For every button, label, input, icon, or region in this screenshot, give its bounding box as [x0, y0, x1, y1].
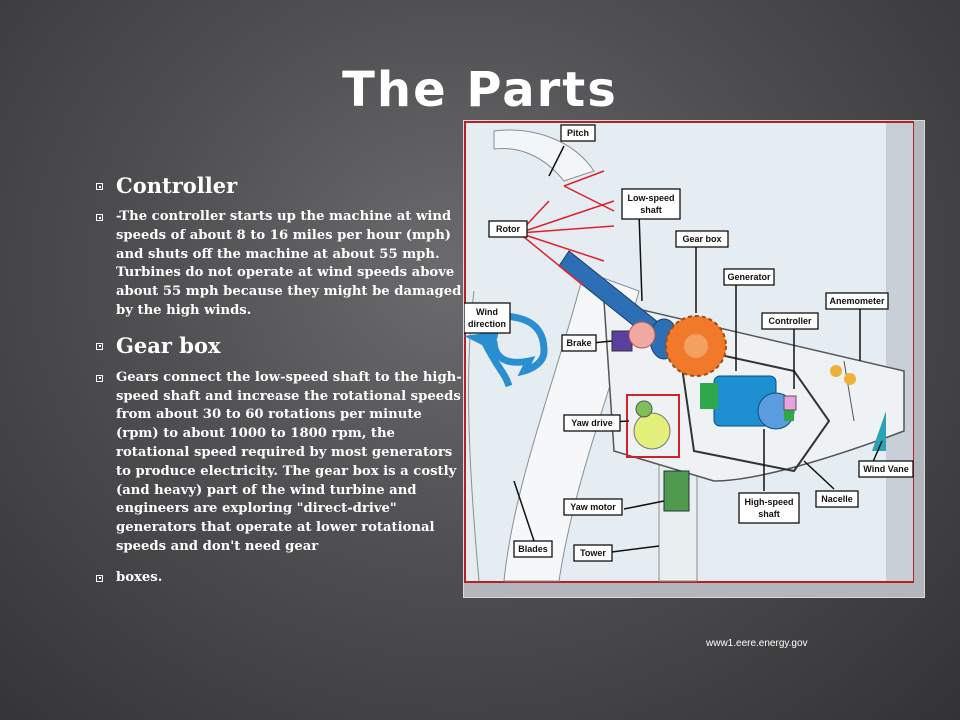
- bullet-list: Controller -The controller starts up the…: [96, 172, 464, 588]
- label-rotor: Rotor: [496, 224, 520, 234]
- label-nacelle: Nacelle: [821, 494, 853, 504]
- slide-title: The Parts: [342, 62, 618, 118]
- label-high-speed-shaft: High-speed: [744, 497, 793, 507]
- bullet-marker-icon: [96, 342, 103, 350]
- wind-turbine-diagram: Pitch Low-speed shaft Rotor Gear box Gen…: [463, 120, 925, 598]
- label-brake: Brake: [566, 338, 591, 348]
- label-controller: Controller: [768, 316, 811, 326]
- bullet-controller-text: -The controller starts up the machine at…: [96, 208, 464, 321]
- label-anemometer: Anemometer: [829, 296, 885, 306]
- bullet-marker-icon: [96, 214, 103, 221]
- bullet-gearbox-text: Gears connect the low-speed shaft to the…: [96, 369, 464, 557]
- label-wind-direction-2: direction: [468, 319, 506, 329]
- label-gear-box: Gear box: [682, 234, 721, 244]
- label-yaw-motor: Yaw motor: [570, 502, 616, 512]
- bullet-gearbox-heading: Gear box: [96, 332, 464, 360]
- label-wind-vane: Wind Vane: [863, 464, 908, 474]
- label-pitch: Pitch: [567, 128, 589, 138]
- bullet-gearbox-continuation: boxes.: [96, 569, 464, 588]
- label-high-speed-shaft-2: shaft: [758, 509, 780, 519]
- bullet-controller-heading: Controller: [96, 172, 464, 200]
- label-blades: Blades: [518, 544, 548, 554]
- label-generator: Generator: [727, 272, 771, 282]
- bullet-marker-icon: [96, 183, 103, 190]
- label-yaw-drive: Yaw drive: [571, 418, 613, 428]
- bullet-marker-icon: [96, 374, 103, 382]
- label-low-speed-shaft: Low-speed: [627, 193, 674, 203]
- label-tower: Tower: [580, 548, 606, 558]
- bullet-marker-icon: [96, 574, 103, 582]
- label-low-speed-shaft-2: shaft: [640, 205, 662, 215]
- image-credit: www1.eere.energy.gov: [706, 638, 808, 649]
- label-wind-direction: Wind: [476, 307, 498, 317]
